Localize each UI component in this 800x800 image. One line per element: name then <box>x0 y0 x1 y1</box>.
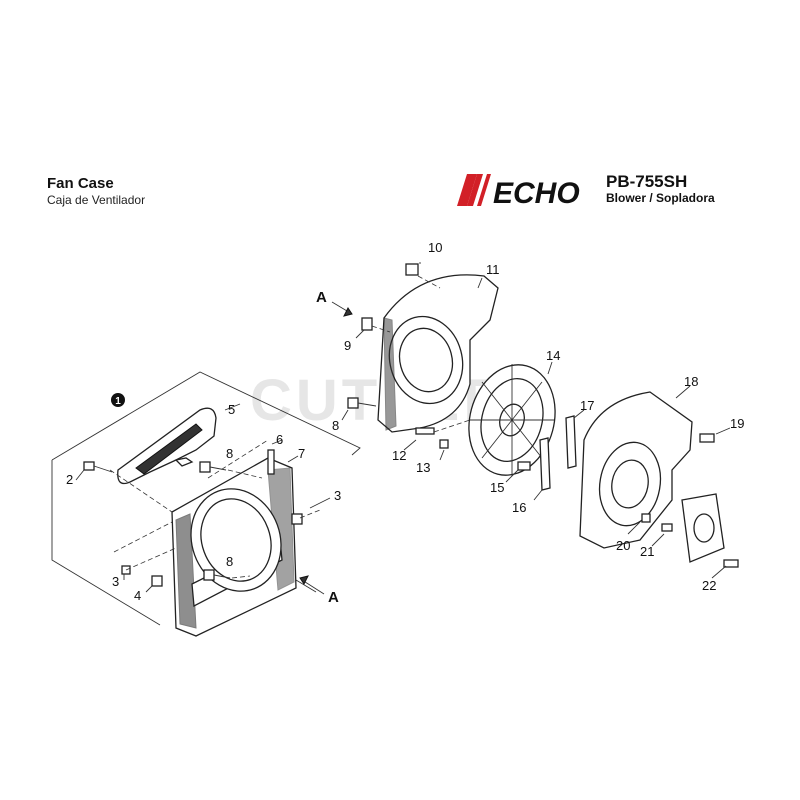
washer-part-13 <box>439 439 449 449</box>
screw-part-8a <box>199 461 227 473</box>
page-title-block: Fan Case Caja de Ventilador <box>47 175 145 208</box>
ref-arrow-a-top <box>331 301 353 317</box>
model-subtitle: Blower / Sopladora <box>606 191 715 205</box>
fan-case-part <box>579 391 693 549</box>
brand-name: ECHO <box>493 177 580 210</box>
part-label-12: 12 <box>392 448 406 463</box>
pin-part-20 <box>641 513 651 523</box>
model-number: PB-755SH <box>606 172 688 191</box>
clip-part-16 <box>539 437 551 491</box>
screw-part-8b <box>203 569 231 581</box>
assembly-bracket-top <box>51 371 361 461</box>
screw-part-21 <box>661 523 673 532</box>
part-label-6: 6 <box>276 432 283 447</box>
part-label-3a: 3 <box>334 488 341 503</box>
part-label-3b: 3 <box>112 574 119 589</box>
part-label-22: 22 <box>702 578 716 593</box>
clip-part-17 <box>565 415 577 469</box>
screw-part-19 <box>699 433 715 443</box>
part-label-18: 18 <box>684 374 698 389</box>
ref-arrow-a-bottom <box>299 575 325 595</box>
nut-part-4 <box>151 575 163 587</box>
screw-part-22 <box>723 559 739 568</box>
handle-part <box>117 407 217 485</box>
part-label-17: 17 <box>580 398 594 413</box>
part-label-4: 4 <box>134 588 141 603</box>
fan-cover-part <box>377 274 499 433</box>
ref-label-a-top: A <box>316 289 327 306</box>
screw-part-15 <box>517 461 531 471</box>
callout-1-badge <box>111 393 125 407</box>
screw-part-3a <box>291 513 303 525</box>
screw-part-2 <box>83 461 113 473</box>
brand-logo: ECHO <box>455 170 755 210</box>
callout-1-text: 1 <box>115 396 121 407</box>
part-label-21: 21 <box>640 544 654 559</box>
part-label-8b: 8 <box>226 554 233 569</box>
part-label-2: 2 <box>66 472 73 487</box>
part-label-9: 9 <box>344 338 351 353</box>
fan-shroud-part <box>171 449 297 637</box>
part-label-19: 19 <box>730 416 744 431</box>
bolt-part-12 <box>415 427 435 435</box>
part-label-10: 10 <box>428 240 442 255</box>
part-label-5: 5 <box>228 402 235 417</box>
nut-part-9 <box>361 317 373 331</box>
side-bracket-part <box>681 493 725 563</box>
part-label-13: 13 <box>416 460 430 475</box>
part-label-14: 14 <box>546 348 560 363</box>
echo-logo-icon: ECHO <box>457 174 580 210</box>
nut-part-10 <box>405 263 419 276</box>
page-title: Fan Case <box>47 175 114 192</box>
part-label-16: 16 <box>512 500 526 515</box>
page-subtitle: Caja de Ventilador <box>47 193 146 207</box>
part-label-11: 11 <box>486 262 500 277</box>
part-label-20: 20 <box>616 538 630 553</box>
part-label-8a: 8 <box>226 446 233 461</box>
part-label-8c: 8 <box>332 418 339 433</box>
ref-label-a-bottom: A <box>328 589 339 606</box>
assembly-bracket-left <box>51 460 161 626</box>
impeller-fan-part <box>468 364 556 476</box>
model-block: PB-755SH Blower / Sopladora <box>606 172 715 205</box>
part-label-15: 15 <box>490 480 504 495</box>
part-label-7: 7 <box>298 446 305 461</box>
screw-part-8c <box>347 397 377 409</box>
